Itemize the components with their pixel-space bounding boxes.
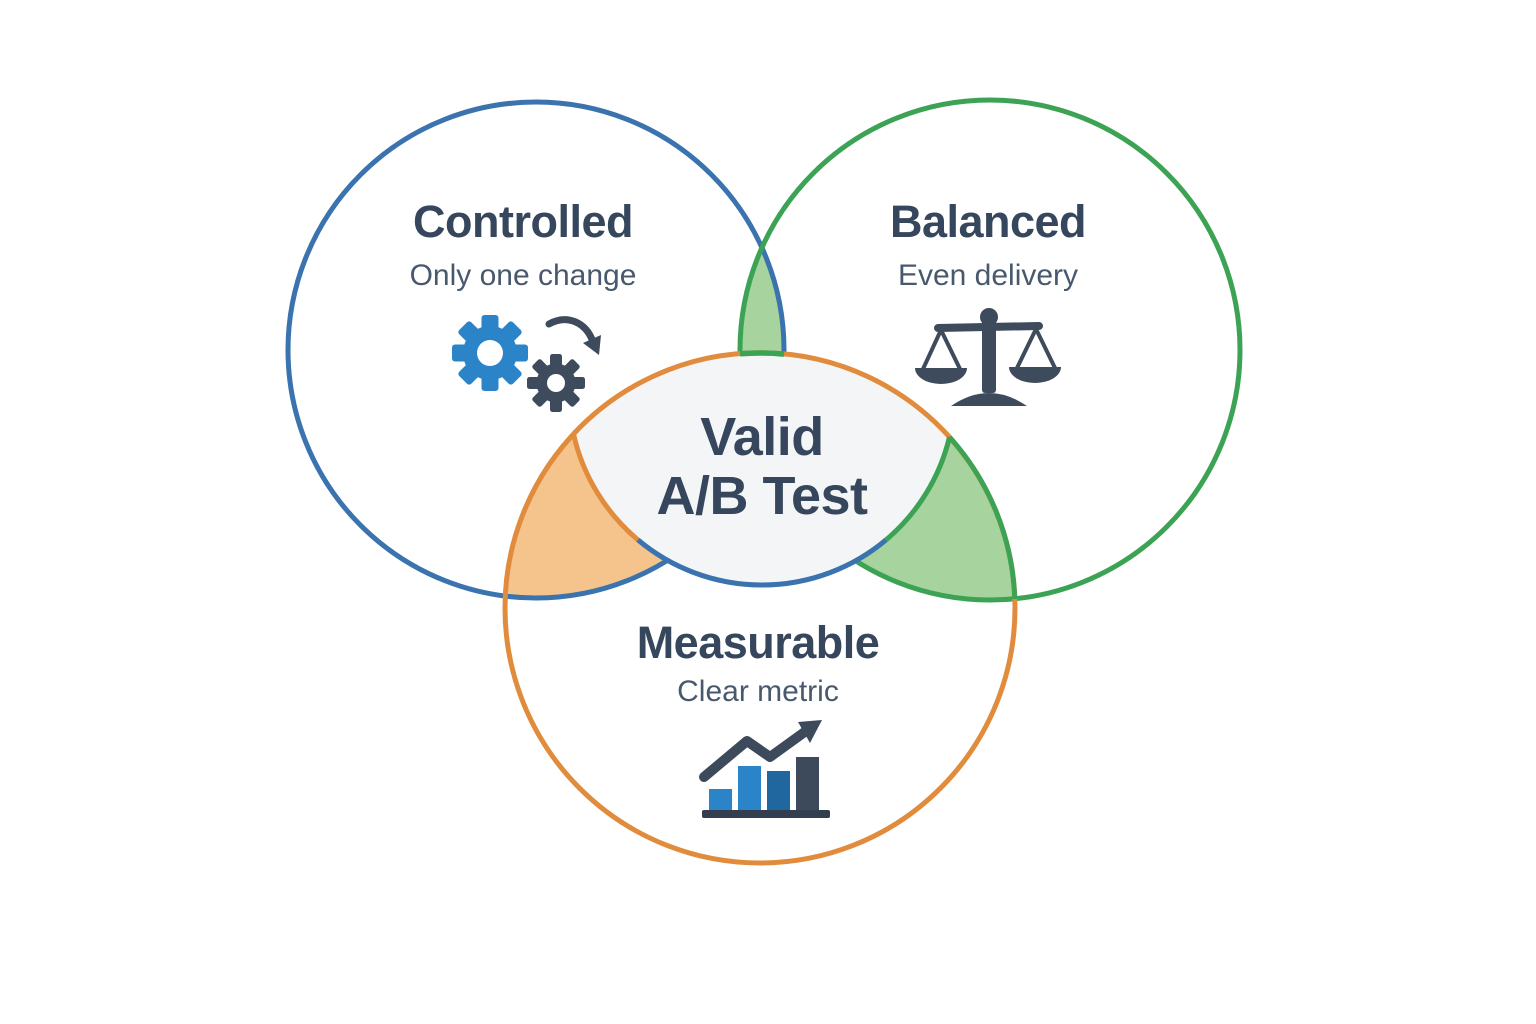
bar-chart-icon: [699, 720, 830, 818]
center-title-line2: A/B Test: [656, 466, 868, 526]
large-gear: [452, 315, 528, 391]
center-title-line1: Valid: [700, 407, 824, 467]
controlled-circle: [285, 99, 787, 601]
right-wedge-bottom-edge: [947, 435, 1018, 600]
center-region-right-edge: [884, 436, 952, 542]
balanced-label: Balanced: [890, 196, 1086, 247]
balanced-circle: [737, 97, 1243, 603]
center-region-left-edge: [571, 433, 640, 542]
rotation-arrow-head: [583, 335, 601, 355]
controlled-label: Controlled: [413, 196, 633, 247]
top-wedge-bottom-edge: [739, 350, 785, 357]
center-region-bottom-edge: [636, 537, 888, 588]
measurable-sublabel: Clear metric: [677, 675, 839, 708]
controlled-sublabel: Only one change: [410, 259, 637, 292]
trend-arrow-icon: [699, 726, 811, 782]
gears-icon: [452, 315, 601, 412]
measurable-label: Measurable: [637, 617, 880, 668]
center-region: [573, 352, 950, 585]
rotation-arrow-icon: [545, 316, 597, 346]
small-gear: [527, 354, 585, 412]
balanced-sublabel: Even delivery: [898, 259, 1078, 292]
scales-icon: [915, 308, 1061, 406]
trend-arrow-head: [798, 720, 822, 743]
